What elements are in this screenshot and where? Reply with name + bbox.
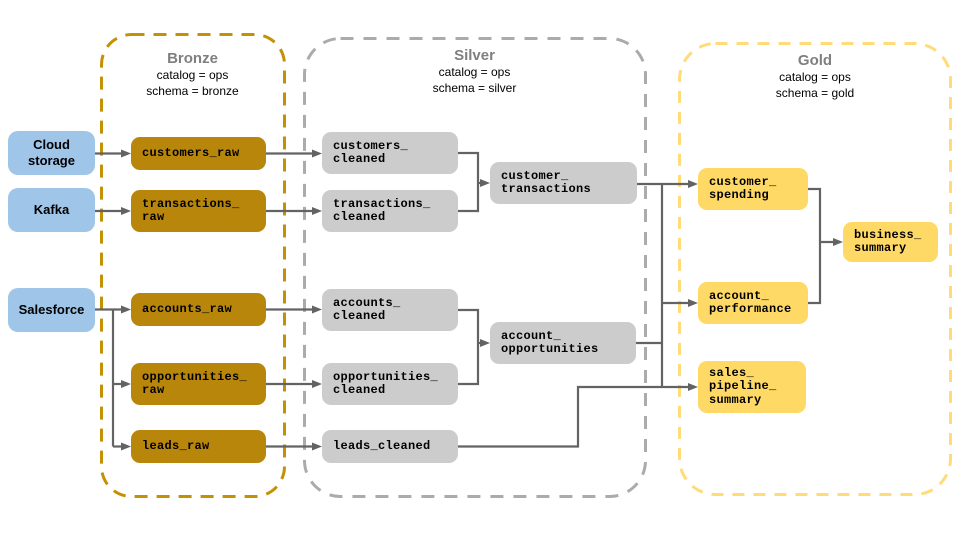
table-customers-raw: customers_raw [131, 137, 266, 170]
table-customer-spending: customer_ spending [698, 168, 808, 210]
table-accounts-raw: accounts_raw [131, 293, 266, 326]
table-account-opportunities: account_ opportunities [490, 322, 636, 364]
bronze-catalog-label: catalog = ops [156, 68, 229, 82]
bronze-schema-label: schema = bronze [146, 83, 239, 98]
edge-merge-accounts-opportunities [458, 308, 480, 386]
table-customers-cleaned: customers_ cleaned [322, 132, 458, 174]
bronze-zone-border [100, 33, 286, 498]
table-opportunities-cleaned: opportunities_ cleaned [322, 363, 458, 405]
table-account-performance: account_ performance [698, 282, 808, 324]
bronze-zone-heading: Bronze catalog = ops schema = bronze [100, 49, 285, 99]
gold-zone-border [678, 42, 952, 496]
table-customer-transactions: customer_ transactions [490, 162, 637, 204]
silver-schema-label: schema = silver [432, 80, 517, 95]
edge-customer-spending-merge [808, 187, 822, 242]
source-salesforce: Salesforce [8, 288, 95, 332]
silver-zone-heading: Silver catalog = ops schema = silver [303, 46, 646, 96]
silver-zone-title: Silver [454, 47, 495, 64]
table-leads-raw: leads_raw [131, 430, 266, 463]
silver-zone-border [303, 37, 647, 498]
gold-catalog-label: catalog = ops [779, 70, 851, 84]
bronze-zone-title: Bronze [167, 50, 218, 67]
edge-account-performance-merge [808, 242, 822, 305]
table-transactions-cleaned: transactions_ cleaned [322, 190, 458, 232]
silver-catalog-label: catalog = ops [438, 65, 511, 79]
table-transactions-raw: transactions_ raw [131, 190, 266, 232]
table-opportunities-raw: opportunities_ raw [131, 363, 266, 405]
gold-schema-label: schema = gold [775, 85, 855, 100]
edge-merge-customers-transactions [458, 151, 480, 213]
edge-leads-cleaned-sales-pipeline-summary [458, 383, 698, 448]
source-cloud-storage: Cloud storage [8, 131, 95, 175]
source-kafka: Kafka [8, 188, 95, 232]
table-sales-pipeline-summary: sales_ pipeline_ summary [698, 361, 806, 413]
table-leads-cleaned: leads_cleaned [322, 430, 458, 463]
table-accounts-cleaned: accounts_ cleaned [322, 289, 458, 331]
table-business-summary: business_ summary [843, 222, 938, 262]
gold-zone-heading: Gold catalog = ops schema = gold [678, 51, 952, 101]
gold-zone-title: Gold [797, 52, 833, 69]
